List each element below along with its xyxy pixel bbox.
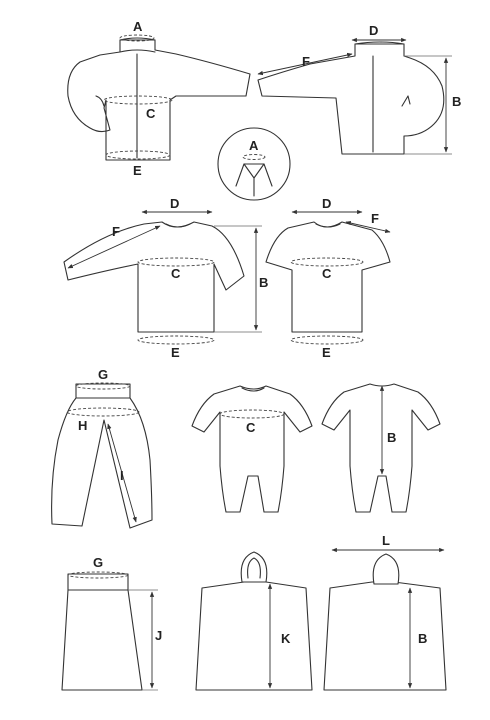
pants-outline xyxy=(51,383,153,529)
pants-inseam-dim xyxy=(107,423,137,523)
romper-front-chest-ellipse xyxy=(219,409,285,419)
poncho-back-hood xyxy=(372,553,400,585)
jacket-front-hem-label: E xyxy=(133,163,142,178)
poncho-back-outline xyxy=(323,581,447,691)
poncho-front-outline xyxy=(195,581,313,691)
poncho-front-length-label: K xyxy=(281,631,291,646)
long-sleeve-shirt-chest-label: C xyxy=(171,266,181,281)
poncho-back-figure: L B xyxy=(323,533,447,691)
poncho-front-hood xyxy=(240,551,268,583)
pants-waist-label: G xyxy=(98,367,108,382)
long-sleeve-shirt-neck xyxy=(165,223,191,228)
jacket-front-outline xyxy=(67,39,251,161)
collar-detail-neck-label: A xyxy=(249,138,259,153)
skirt-waist-label: G xyxy=(93,555,103,570)
poncho-front-figure: K xyxy=(195,551,313,691)
jacket-back-sleeve-label: F xyxy=(302,54,310,69)
poncho-back-length-label: B xyxy=(418,631,427,646)
long-sleeve-shirt-figure: D F C B E xyxy=(63,196,268,360)
tshirt-sleeve-label: F xyxy=(371,211,379,226)
pants-inseam-label: I xyxy=(120,468,124,483)
tshirt-chest-ellipse xyxy=(290,257,364,267)
tshirt-chest-label: C xyxy=(322,266,332,281)
jacket-back-shoulder-label: D xyxy=(369,23,378,38)
pants-figure: G H I xyxy=(51,367,153,529)
jacket-front-cuff-left xyxy=(95,95,105,107)
tshirt-figure: D F C E xyxy=(265,196,391,360)
long-sleeve-shirt-chest-ellipse xyxy=(137,257,215,267)
romper-back-figure: B xyxy=(321,383,441,513)
jacket-front-figure: A C E xyxy=(67,19,251,178)
collar-detail-collar xyxy=(235,163,273,197)
jacket-back-length-label: B xyxy=(452,94,461,109)
pants-waist-ellipse xyxy=(75,382,131,390)
jacket-back-cuff xyxy=(401,95,411,107)
romper-front-outline xyxy=(191,385,313,513)
jacket-front-hem-ellipse xyxy=(105,150,171,160)
skirt-waist-ellipse xyxy=(67,571,129,579)
jacket-front-neck-ellipse xyxy=(119,34,155,42)
long-sleeve-shirt-outline xyxy=(63,221,245,333)
jacket-back-outline xyxy=(257,43,445,155)
tshirt-sleeve-dim xyxy=(345,220,391,234)
pants-hip-ellipse xyxy=(66,407,140,417)
poncho-front-hood-inner xyxy=(247,557,261,579)
romper-front-figure: C xyxy=(191,385,313,513)
long-sleeve-shirt-length-label: B xyxy=(259,275,268,290)
long-sleeve-shirt-hem-label: E xyxy=(171,345,180,360)
tshirt-hem-ellipse xyxy=(290,335,364,345)
jacket-back-sleeve-dim xyxy=(257,52,353,76)
tshirt-shoulder-label: D xyxy=(322,196,331,211)
romper-front-neck xyxy=(241,387,265,392)
pants-hip-label: H xyxy=(78,418,87,433)
poncho-back-width-label: L xyxy=(382,533,390,548)
jacket-front-chest-ellipse xyxy=(103,95,173,105)
romper-back-length-label: B xyxy=(387,430,396,445)
collar-detail-figure: A xyxy=(217,127,291,201)
long-sleeve-shirt-hem-ellipse xyxy=(137,335,215,345)
long-sleeve-shirt-sleeve-label: F xyxy=(112,224,120,239)
long-sleeve-shirt-sleeve-dim xyxy=(67,225,161,269)
skirt-figure: G J xyxy=(61,555,162,691)
jacket-front-chest-label: C xyxy=(146,106,156,121)
romper-back-outline xyxy=(321,383,441,513)
collar-detail-neck-ellipse xyxy=(242,154,266,160)
jacket-back-figure: D F B xyxy=(257,23,461,155)
skirt-outline xyxy=(61,573,143,691)
romper-front-chest-label: C xyxy=(246,420,256,435)
tshirt-hem-label: E xyxy=(322,345,331,360)
tshirt-neck xyxy=(315,223,341,228)
long-sleeve-shirt-shoulder-label: D xyxy=(170,196,179,211)
jacket-front-neck-label: A xyxy=(133,19,143,34)
skirt-length-label: J xyxy=(155,628,162,643)
